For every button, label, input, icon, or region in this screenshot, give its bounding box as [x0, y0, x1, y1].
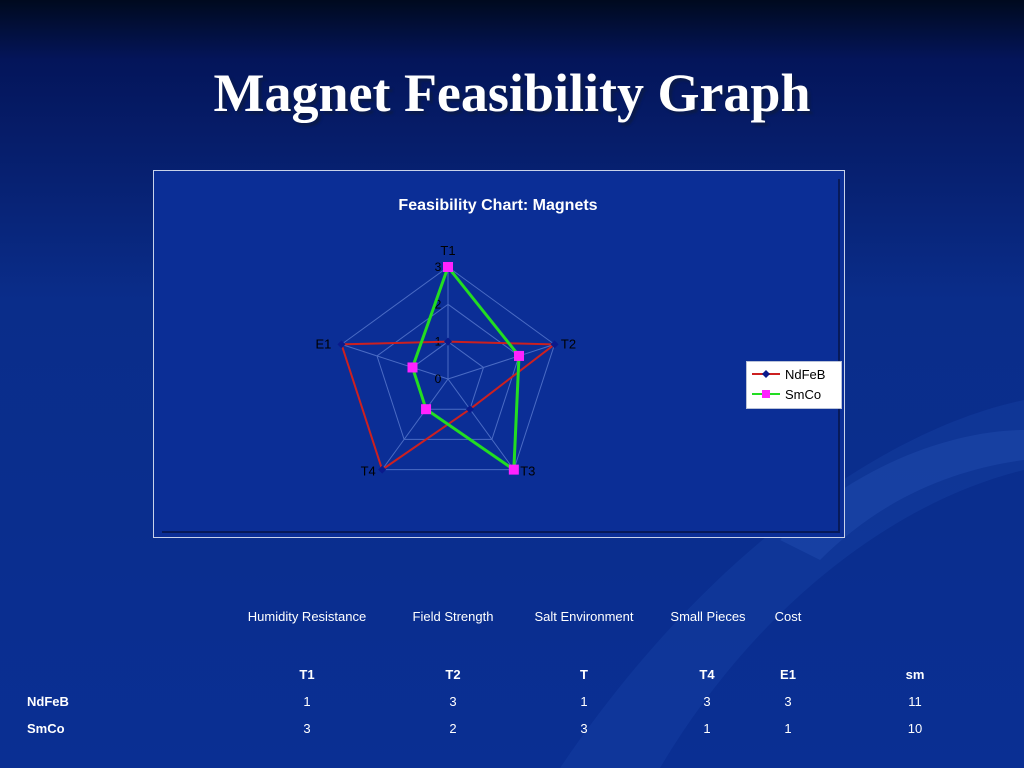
axis-label-t2: T2 — [561, 336, 576, 351]
point-ndfeb-e1 — [337, 340, 346, 349]
point-smco-e1 — [407, 362, 418, 373]
axis-spoke — [341, 343, 449, 380]
chart-legend: NdFeB SmCo — [746, 361, 842, 409]
axis-spoke — [447, 343, 555, 380]
table-cell: 1 — [784, 721, 792, 736]
axis-label-t4: T4 — [361, 464, 376, 479]
point-smco-t2 — [514, 350, 525, 361]
series-line-smco — [410, 263, 521, 473]
grid-ring — [340, 266, 556, 471]
point-smco-t1 — [443, 262, 453, 272]
legend-swatch-smco — [752, 390, 780, 398]
header-t4: T4 — [699, 667, 715, 682]
table-cell: 11 — [908, 694, 922, 709]
desc-small-pieces: Small Pieces — [670, 609, 746, 624]
grid-ring — [411, 341, 485, 410]
legend-item-ndfeb: NdFeB — [751, 364, 825, 384]
point-ndfeb-t4 — [378, 465, 387, 474]
header-t1: T1 — [299, 667, 315, 682]
legend-label-smco: SmCo — [785, 386, 822, 402]
table-cell: 10 — [907, 721, 923, 736]
axis-label-t1: T1 — [440, 243, 455, 258]
header-e1: E1 — [780, 667, 796, 682]
table-cell: 1 — [580, 694, 588, 709]
row-label-ndfeb: NdFeB — [27, 694, 69, 709]
axis-label-t3: T3 — [520, 464, 535, 479]
point-ndfeb-t2 — [550, 340, 559, 349]
desc-cost: Cost — [774, 609, 802, 624]
table-cell: 3 — [703, 694, 711, 709]
table-cell: 3 — [784, 694, 792, 709]
table-cell: 1 — [703, 721, 711, 736]
header-sm: sm — [905, 667, 925, 682]
point-ndfeb-t3 — [465, 405, 474, 414]
grid-ring — [376, 303, 520, 440]
table-cell: 2 — [449, 721, 457, 736]
row-label-smco: SmCo — [27, 721, 65, 736]
table-cell: 3 — [449, 694, 457, 709]
desc-field-strength: Field Strength — [412, 609, 494, 624]
point-smco-t4 — [421, 404, 432, 415]
chart-title: Feasibility Chart: Magnets — [398, 197, 598, 214]
table-cell: 3 — [303, 721, 311, 736]
legend-swatch-ndfeb — [752, 370, 780, 378]
legend-label-ndfeb: NdFeB — [785, 366, 826, 382]
table-cell: 1 — [303, 694, 311, 709]
tick-label: 2 — [435, 297, 442, 311]
desc-humidity: Humidity Resistance — [247, 609, 367, 624]
axis-spoke — [447, 378, 515, 470]
axis-label-e1: E1 — [316, 336, 332, 351]
desc-salt: Salt Environment — [534, 609, 634, 624]
table-cell: 3 — [580, 721, 588, 736]
legend-item-smco: SmCo — [751, 384, 821, 404]
point-smco-t3 — [508, 464, 519, 475]
tick-label: 3 — [435, 260, 442, 274]
axis-spoke — [381, 378, 449, 470]
header-t2: T2 — [445, 667, 461, 682]
tick-label: 0 — [435, 372, 442, 386]
slide-title: Magnet Feasibility Graph — [213, 63, 811, 123]
series-line-ndfeb — [340, 340, 558, 472]
point-ndfeb-t1 — [444, 337, 452, 346]
header-t: T — [580, 667, 588, 682]
